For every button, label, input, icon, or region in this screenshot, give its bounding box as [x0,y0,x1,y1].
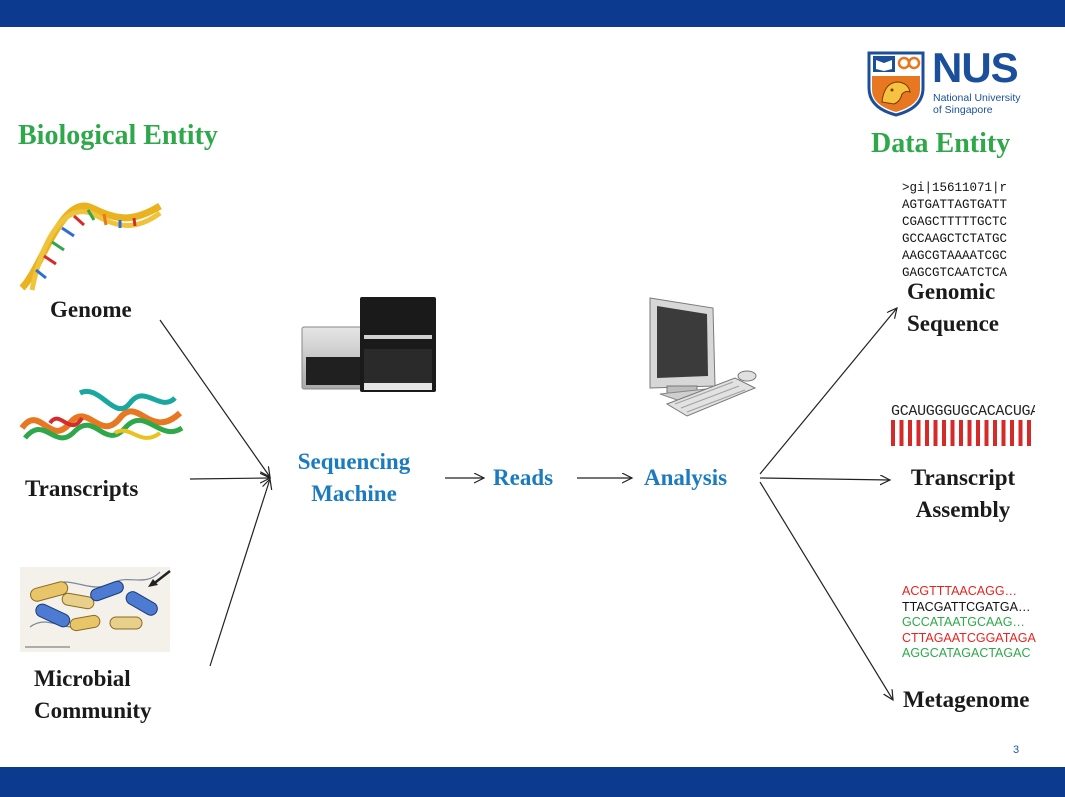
fasta-line: CGAGCTTTTTGCTC [902,215,1008,229]
reads-label: Reads [493,465,554,490]
transcript-assembly-label: Transcript Assembly [910,465,1016,522]
reads-list: ACGTTTAACAGG… TTACGATTCGATGA… GCCATAATGC… [902,584,1065,662]
read-line: CTTAGAATCGGATAGA [902,630,1036,645]
read-line: ACGTTTAACAGG… [902,584,1018,598]
biological-entity-heading: Biological Entity [18,120,218,151]
arrow-microbial-to-machine [209,479,270,667]
rna-sequence-text: GCAUGGGUGCACACUGA [891,404,1035,420]
sequencer-machine-icon [301,297,436,392]
read-line: TTACGATTCGATGA… [902,599,1031,614]
rna-peaks-bar [891,420,1035,446]
nus-crest-icon [867,51,925,117]
logo-subtitle-1: National University [933,92,1021,104]
bacteria-icon [20,567,171,652]
bacteria-image [20,567,171,652]
bottom-banner [0,767,1065,797]
sequencing-machine-label: Sequencing Machine [297,449,411,506]
nus-logo: NUS National University of Singapore [866,46,1036,120]
fasta-line: AGTGATTAGTGATT [902,198,1008,212]
fasta-sequence-box: >gi|15611071|r AGTGATTAGTGATT CGAGCTTTTT… [902,180,1032,281]
read-line: AGGCATAGACTAGAC [902,646,1031,660]
microbial-community-label: Microbial Community [34,666,152,723]
dna-helix-icon [19,202,162,291]
fasta-line: GCCAAGCTCTATGC [902,232,1008,246]
metagenome-label: Metagenome [903,687,1030,712]
arrow-analysis-to-genomic [759,308,897,475]
page-number: 3 [1013,744,1020,756]
arrow-analysis-to-transcript [759,478,890,480]
data-entity-heading: Data Entity [871,128,1011,159]
rna-sequence-box: GCAUGGGUGCACACUGA [891,404,1035,446]
arrow-transcripts-to-machine [189,478,270,479]
analysis-label: Analysis [644,465,728,490]
fasta-line: AAGCGTAAAATCGC [902,249,1008,263]
logo-subtitle-2: of Singapore [933,104,993,116]
fasta-line: >gi|15611071|r [902,181,1008,195]
arrow-analysis-to-metagenome [759,481,893,700]
read-line: GCCATAATGCAAG… [902,615,1025,629]
protein-ribbon-icon [19,388,184,441]
logo-text: NUS [932,44,1019,91]
genome-label: Genome [50,297,132,322]
transcripts-label: Transcripts [25,476,139,501]
genomic-sequence-label: Genomic Sequence [907,279,999,336]
top-banner [0,0,1065,27]
fasta-line: GAGCGTCAATCTCA [902,266,1008,280]
computer-icon [649,297,757,417]
